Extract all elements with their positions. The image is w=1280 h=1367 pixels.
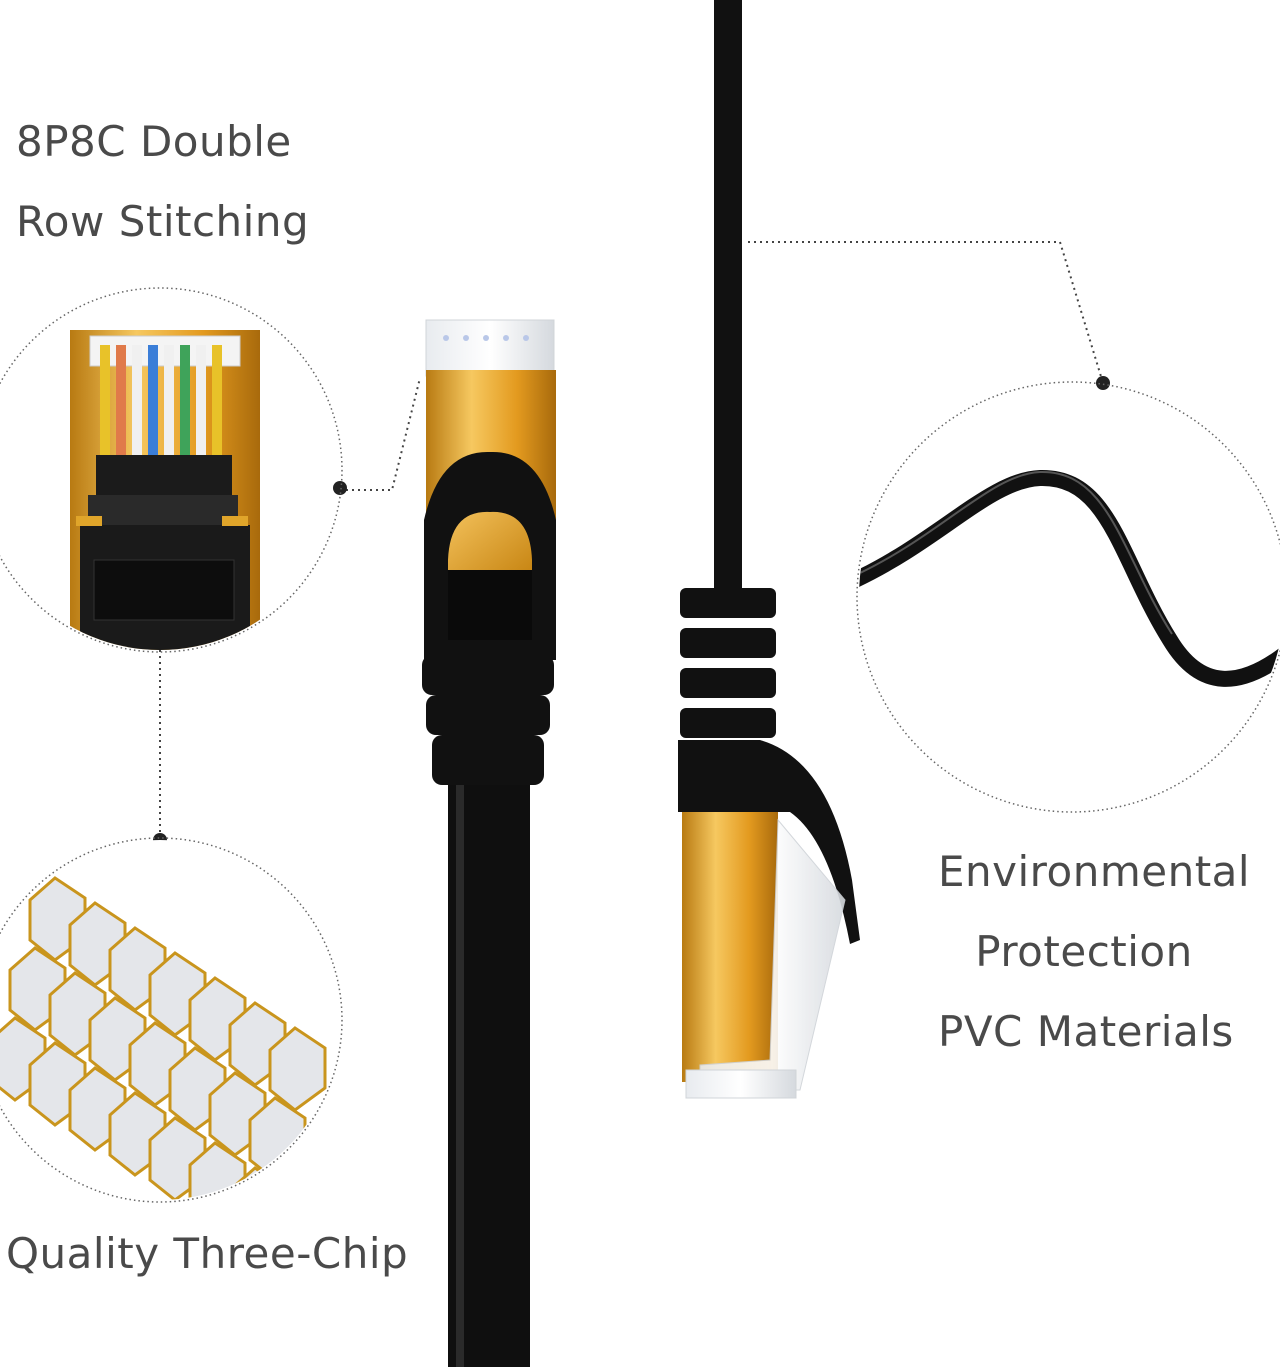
- rj45-connector-front: [422, 319, 556, 1367]
- caption-quality-three-chip: Quality Three-Chip: [6, 1214, 408, 1294]
- caption-line: PVC Materials: [938, 1007, 1234, 1056]
- leader-dots: [153, 376, 1110, 847]
- leader-lines: [159, 241, 1104, 840]
- gold-chips-closeup: [0, 840, 340, 1200]
- rj45-connector-side: [678, 0, 860, 1099]
- caption-line: Row Stitching: [16, 197, 310, 246]
- detail-circles: [0, 287, 1280, 1203]
- caption-double-row-stitching: 8P8C Double Row Stitching: [16, 102, 309, 262]
- caption-line: Environmental: [938, 847, 1251, 896]
- flat-cable-closeup: [859, 469, 1280, 687]
- connector-pins-closeup: [70, 330, 260, 650]
- caption-line: 8P8C Double: [16, 117, 292, 166]
- caption-line: Protection: [975, 927, 1193, 976]
- caption-line: Quality Three-Chip: [6, 1229, 409, 1278]
- caption-pvc-materials: Environmental Protection PVC Materials: [938, 832, 1251, 1072]
